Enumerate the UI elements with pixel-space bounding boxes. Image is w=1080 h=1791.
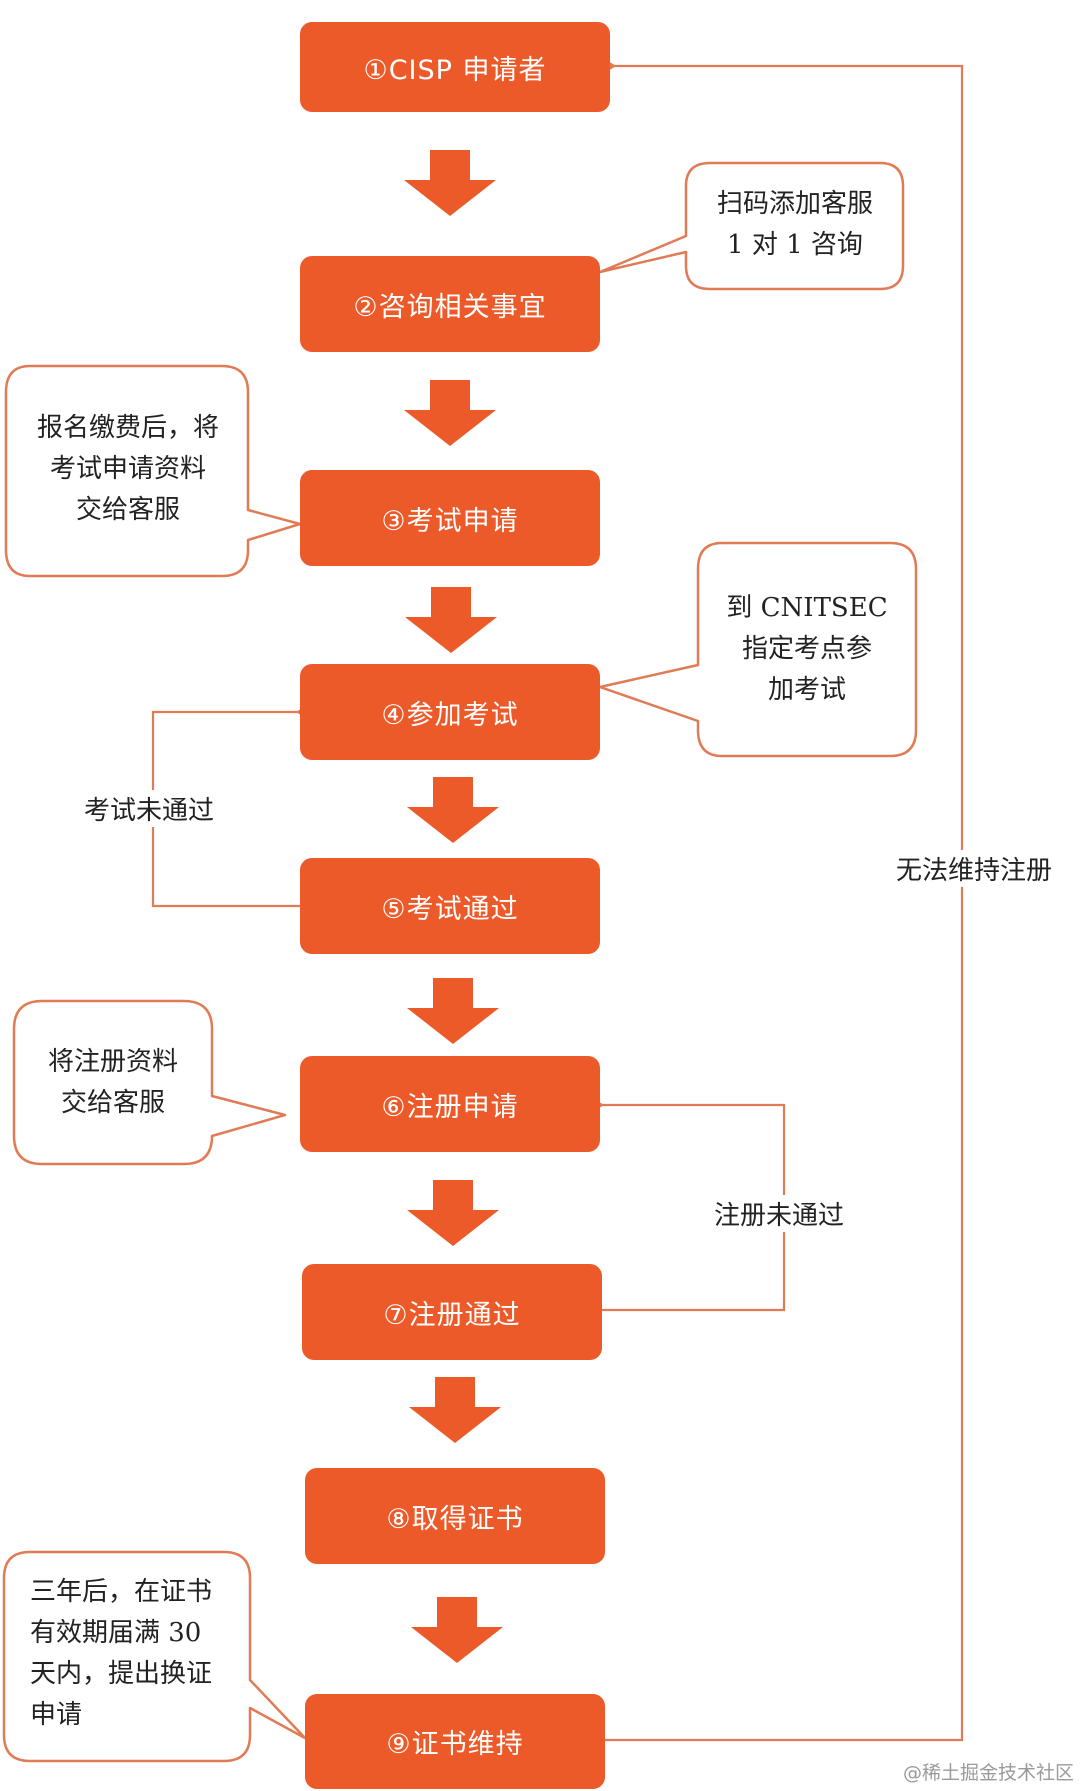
note-consult: 扫码添加客服 1 对 1 咨询	[716, 189, 873, 260]
label-register-fail: 注册未通过	[710, 1195, 849, 1232]
down-arrow-8	[411, 1597, 503, 1663]
down-arrow-2	[404, 380, 496, 446]
note-maintain: 三年后，在证书 有效期届满 30 天内，提出换证 申请	[30, 1577, 213, 1730]
bubble-apply	[4, 364, 302, 578]
step-6-register-apply: ⑥注册申请	[300, 1056, 600, 1152]
note-exam: 到 CNITSEC 指定考点参 加考试	[726, 593, 888, 705]
bubble-consult	[598, 161, 905, 291]
bubble-exam	[598, 541, 918, 758]
loop-cannot-maintain-line	[588, 50, 964, 1742]
down-arrow-3	[405, 587, 497, 653]
step-7-register-pass: ⑦注册通过	[302, 1264, 602, 1360]
step-9-maintain-certificate: ⑨证书维持	[305, 1694, 605, 1789]
down-arrow-5	[407, 978, 499, 1044]
label-cannot-maintain: 无法维持注册	[892, 850, 1057, 887]
step-3-exam-apply: ③考试申请	[300, 470, 600, 566]
flow-arrows	[404, 150, 503, 1663]
bubble-register	[12, 999, 287, 1166]
step-1-applicant: ①CISP 申请者	[300, 22, 610, 112]
step-5-exam-pass: ⑤考试通过	[300, 858, 600, 954]
down-arrow-1	[404, 150, 496, 216]
label-exam-fail: 考试未通过	[80, 790, 219, 827]
down-arrow-6	[407, 1180, 499, 1246]
watermark: @稀土掘金技术社区	[902, 1762, 1074, 1784]
step-2-consult: ②咨询相关事宜	[300, 256, 600, 352]
step-4-take-exam: ④参加考试	[300, 664, 600, 760]
step-8-get-certificate: ⑧取得证书	[305, 1468, 605, 1564]
down-arrow-4	[407, 777, 499, 843]
note-register: 将注册资料 交给客服	[47, 1047, 178, 1118]
down-arrow-7	[409, 1377, 501, 1443]
note-apply: 报名缴费后，将 考试申请资料 交给客服	[36, 413, 219, 525]
bubble-maintain	[2, 1550, 307, 1763]
